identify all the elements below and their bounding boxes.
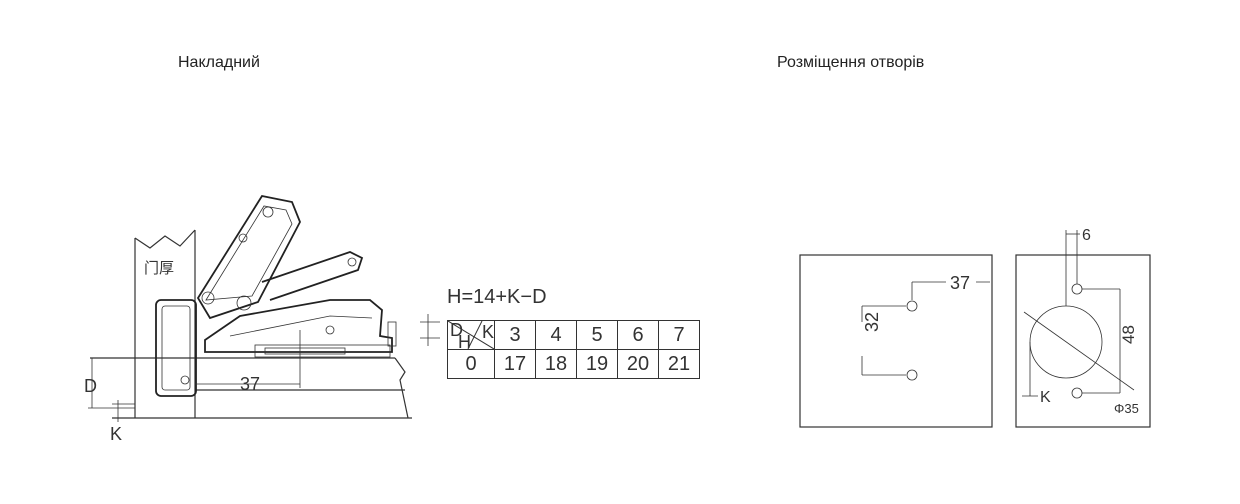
corner-k-label: K xyxy=(482,322,495,342)
h-value-cell: 17 xyxy=(494,349,536,379)
door-screw-hole-top xyxy=(1071,283,1083,295)
door-screw-hole-bottom xyxy=(1071,387,1083,399)
arm-pin-top xyxy=(262,206,274,218)
arm-pin-main xyxy=(236,295,252,311)
dim-k-door-lines xyxy=(1022,342,1038,397)
cup-diameter-label: Φ35 xyxy=(1114,401,1139,416)
frame-hole-bottom xyxy=(906,369,918,381)
adjust-screw xyxy=(387,321,397,347)
dim-k-door-label: K xyxy=(1040,389,1051,406)
arm-pin-mid xyxy=(238,233,248,243)
k-value-cell: 6 xyxy=(617,320,659,350)
door-panel xyxy=(1015,254,1151,428)
door-break-line xyxy=(134,229,196,249)
h-value-cell: 20 xyxy=(617,349,659,379)
hinge-link-arm xyxy=(261,251,364,301)
arm-pin-pivot xyxy=(201,291,215,305)
body-screw xyxy=(325,325,335,335)
hinge-side-view: 门厚 37 D K xyxy=(84,194,440,444)
corner-diagonals xyxy=(448,321,494,349)
k-value-cell: 7 xyxy=(658,320,700,350)
corner-h-label: H xyxy=(458,332,471,352)
h-value-cell: 18 xyxy=(535,349,577,379)
dim-d-label: D xyxy=(84,376,97,396)
cup-screw xyxy=(180,375,190,385)
link-pin xyxy=(347,257,357,267)
dim-37-frame-label: 37 xyxy=(950,273,970,293)
dim-48-lines xyxy=(1082,288,1121,394)
h-value-cell: 19 xyxy=(576,349,618,379)
dim-37-label: 37 xyxy=(240,374,260,394)
k-value-cell: 5 xyxy=(576,320,618,350)
hinge-cup-inner xyxy=(161,305,191,391)
overlay-heading: Накладний xyxy=(178,54,260,71)
hinge-cup xyxy=(155,299,197,397)
table-row-k: D H K 3 4 5 6 7 xyxy=(447,320,700,352)
mounting-plate xyxy=(254,344,391,358)
dim-k-label: K xyxy=(110,424,122,444)
k-value-cell: 4 xyxy=(535,320,577,350)
d-value-cell: 0 xyxy=(447,349,495,379)
k-value-table: D H K 3 4 5 6 7 0 17 18 19 20 21 xyxy=(447,320,700,379)
dim-32-frame-line xyxy=(861,305,906,376)
cup-hole-diameter-line xyxy=(1023,311,1135,391)
dim-37-frame-line xyxy=(911,281,990,300)
mounting-plate-slot xyxy=(264,347,346,355)
door-thickness-label: 门厚 xyxy=(144,260,174,277)
dim-h-marks xyxy=(420,314,440,346)
frame-hole-top xyxy=(906,300,918,312)
height-formula: H=14+K−D xyxy=(447,286,547,308)
hinge-arm-upper xyxy=(196,194,301,320)
dim-32-frame-label: 32 xyxy=(862,312,882,332)
h-value-cell: 21 xyxy=(658,349,700,379)
dim-48-label: 48 xyxy=(1119,325,1138,344)
corner-d-label: D xyxy=(450,320,463,340)
hole-placement-heading: Розміщення отворів xyxy=(777,54,925,71)
hinge-body xyxy=(204,299,393,353)
hinge-body-detail xyxy=(229,315,373,337)
dim-6-label: 6 xyxy=(1082,227,1091,244)
cabinet-break-line xyxy=(394,357,409,419)
frame-panel xyxy=(799,254,993,428)
hinge-arm-upper-inner xyxy=(205,205,293,301)
table-row-h: 0 17 18 19 20 21 xyxy=(447,349,700,379)
table-corner-cell: D H K xyxy=(447,320,495,352)
door-hole-drawing: 6 48 K Φ35 xyxy=(1015,227,1151,428)
k-value-cell: 3 xyxy=(494,320,536,350)
dim-6-lines xyxy=(1065,230,1078,306)
frame-hole-drawing: 37 32 xyxy=(799,254,993,428)
